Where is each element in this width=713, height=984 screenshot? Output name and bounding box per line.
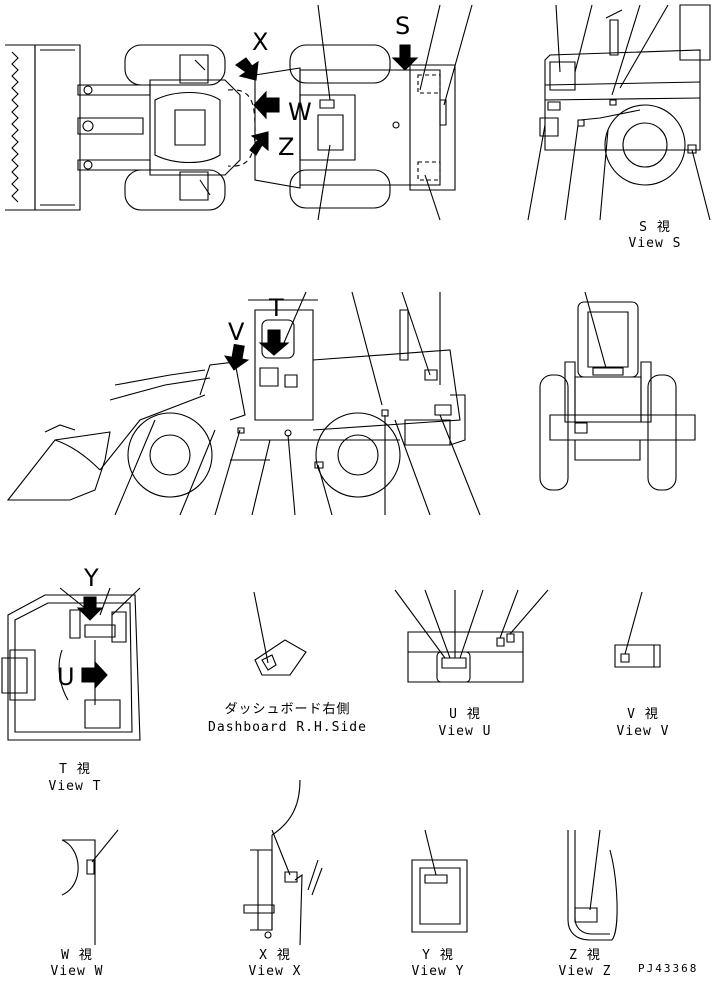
view-w-caption-en: View W [50,964,104,979]
front-view [540,292,695,490]
view-w-drawing [62,830,118,945]
letter-s: S [395,12,411,40]
dashboard-caption-en: Dashboard R.H.Side [208,720,367,735]
view-arrows-top [236,45,417,155]
view-z-caption-en: View Z [558,964,612,979]
dashboard-caption-jp: ダッシュボード右側 [224,702,351,717]
view-s-drawing [528,5,710,220]
view-y-drawing [412,830,467,932]
letter-w: W [288,98,312,126]
view-t-caption-jp: T 視 [59,762,91,777]
letter-z: Z [278,133,295,161]
view-u-caption-en: View U [438,724,492,739]
top-view [5,5,472,220]
view-y-caption-en: View Y [411,964,465,979]
view-v-drawing [615,592,660,667]
view-t-caption-en: View T [48,779,102,794]
side-view [8,292,480,515]
view-s-caption-jp: S 視 [639,220,671,235]
view-v-caption-en: View V [616,724,670,739]
letter-t: T [269,294,284,322]
letter-v: V [228,318,245,346]
view-s-caption-en: View S [628,236,682,251]
letter-y: Y [84,564,99,592]
letter-x: X [252,28,269,56]
view-arrows-side [223,330,288,372]
drawing-code: PJ43368 [638,962,699,975]
letter-u: U [57,663,75,691]
view-z-caption-jp: Z 視 [569,948,601,963]
view-y-caption-jp: Y 視 [422,948,454,963]
view-u-drawing [395,590,548,682]
view-x-drawing [244,780,322,945]
view-z-drawing [568,830,617,940]
view-arrows-t [78,597,107,688]
dashboard-drawing [254,592,306,675]
view-x-caption-en: View X [248,964,302,979]
view-x-caption-jp: X 視 [259,948,291,963]
view-u-caption-jp: U 視 [449,707,481,722]
view-w-caption-jp: W 視 [61,948,93,963]
view-v-caption-jp: V 視 [627,707,659,722]
